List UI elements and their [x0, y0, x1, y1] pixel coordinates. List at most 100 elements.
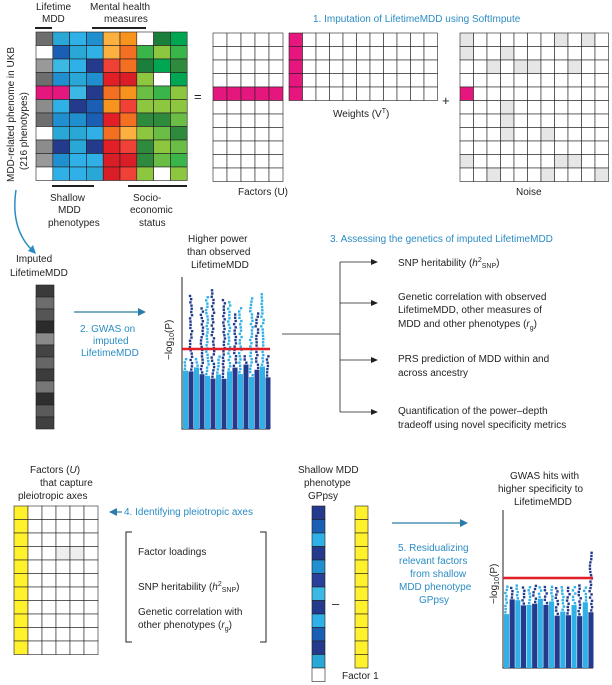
manhattan-1-point [227, 368, 230, 371]
noise-cell [540, 100, 555, 115]
factor1-cell [354, 640, 369, 655]
manhattan-2-bar [532, 603, 538, 668]
noise-cell [513, 140, 528, 155]
noise-cell [581, 154, 596, 169]
manhattan-1-point [200, 336, 203, 339]
manhattan-1-point [190, 310, 193, 314]
factor-cell [254, 100, 270, 115]
weight-cell [288, 32, 303, 47]
outcome-4-line1: Quantification of the power–depth [398, 406, 548, 417]
imputed-label-1: Imputed [16, 254, 52, 265]
phenome-cell [136, 139, 154, 154]
noise-cell [500, 73, 515, 88]
manhattan-1-point [233, 345, 236, 348]
factor-cell [254, 154, 270, 169]
weight-cell [315, 46, 330, 61]
manhattan-2-point [505, 595, 508, 598]
step2-label-1: 2. GWAS on [80, 324, 135, 335]
manhattan-2-point [589, 586, 592, 590]
manhattan-1-point [206, 315, 209, 318]
manhattan-1-point [200, 345, 203, 349]
manhattan-1-point [261, 331, 265, 334]
manhattan-1-point [200, 364, 203, 368]
step4-title: 4. Identifying pleiotropic axes [124, 507, 253, 518]
noise-cell [594, 113, 609, 128]
manhattan-2-bar [565, 615, 571, 668]
step5-label-5: GPpsy [419, 595, 449, 606]
manhattan-1-point [206, 318, 210, 321]
manhattan-1-point [223, 302, 227, 305]
weight-cell [315, 86, 330, 101]
manhattan-2-point [534, 597, 538, 600]
pleio-factor-cell [55, 532, 71, 547]
phenome-cell [86, 85, 104, 100]
manhattan-1-point [190, 368, 193, 371]
weight-cell [423, 73, 438, 88]
manhattan-1-point [238, 310, 241, 313]
pleio-factor-cell [69, 573, 85, 588]
manhattan-1-bar [265, 377, 271, 429]
manhattan-2-point [589, 570, 592, 574]
manhattan-2-point [554, 606, 558, 609]
phenome-cell [69, 58, 87, 73]
manhattan-1-point [249, 367, 252, 371]
manhattan-1-point [205, 366, 209, 369]
weight-cell [423, 32, 438, 47]
manhattan-2-point [539, 589, 543, 592]
phenome-cell [170, 166, 188, 181]
manhattan-1-point [256, 315, 259, 318]
outcome-1: SNP heritability (h2SNP) [398, 257, 500, 270]
manhattan-2-point [554, 587, 558, 590]
pleio-factor-cell [41, 600, 57, 615]
manhattan-1-point [205, 372, 208, 376]
gwas-hits-label-3: LifetimeMDD [514, 497, 572, 508]
factors-u2-label-2: that capture [40, 478, 93, 489]
manhattan-1-point [238, 371, 241, 374]
noise-cell [473, 59, 488, 74]
weight-cell [383, 59, 398, 74]
pleio-factor-cell [27, 600, 43, 615]
manhattan-2-point [550, 588, 553, 592]
factor-cell [212, 154, 228, 169]
pleio-factor-cell [69, 532, 85, 547]
manhattan-1-point [249, 306, 252, 310]
manhattan-1-point [255, 318, 258, 322]
manhattan-1-point [227, 320, 230, 323]
manhattan-2-point [515, 584, 518, 587]
noise-cell [459, 59, 474, 74]
manhattan-1-point [210, 305, 214, 308]
weight-cell [410, 32, 425, 47]
imputed-lifetimemdd-column [35, 284, 55, 430]
manhattan-1-point [260, 296, 264, 299]
phenome-cell [52, 72, 70, 87]
manhattan-plot-2 [502, 510, 594, 669]
factor-cell [226, 46, 242, 61]
noise-cell [473, 140, 488, 155]
y-axis-label-1: −log10(P) [164, 320, 176, 360]
factor-cell [226, 32, 242, 47]
noise-cell [594, 167, 609, 182]
shallow-gp-label-2: phenotype [304, 478, 351, 489]
gppsy-cell [311, 519, 326, 534]
manhattan-1-point [250, 329, 254, 332]
manhattan-1-point [201, 358, 204, 361]
weight-cell [288, 59, 303, 74]
manhattan-1-point [249, 345, 252, 348]
noise-cell [459, 167, 474, 182]
manhattan-1-point [261, 309, 264, 312]
phenome-cell [170, 112, 188, 127]
manhattan-1-point [221, 298, 225, 302]
phenome-cell [119, 85, 138, 100]
phenome-cell [119, 166, 138, 181]
pleio-factor-cell [27, 546, 43, 561]
manhattan-1-point [211, 292, 214, 295]
manhattan-2-point [504, 604, 507, 608]
outcome-3-line1: PRS prediction of MDD within and [398, 354, 549, 365]
phenome-cell [136, 153, 154, 168]
phenome-cell [119, 45, 138, 60]
noise-cell [540, 59, 555, 74]
manhattan-1-point [210, 289, 214, 292]
manhattan-2-point [523, 589, 526, 592]
mental-health-label-1: Mental health [90, 2, 150, 13]
pleio-factor-cell [27, 573, 43, 588]
